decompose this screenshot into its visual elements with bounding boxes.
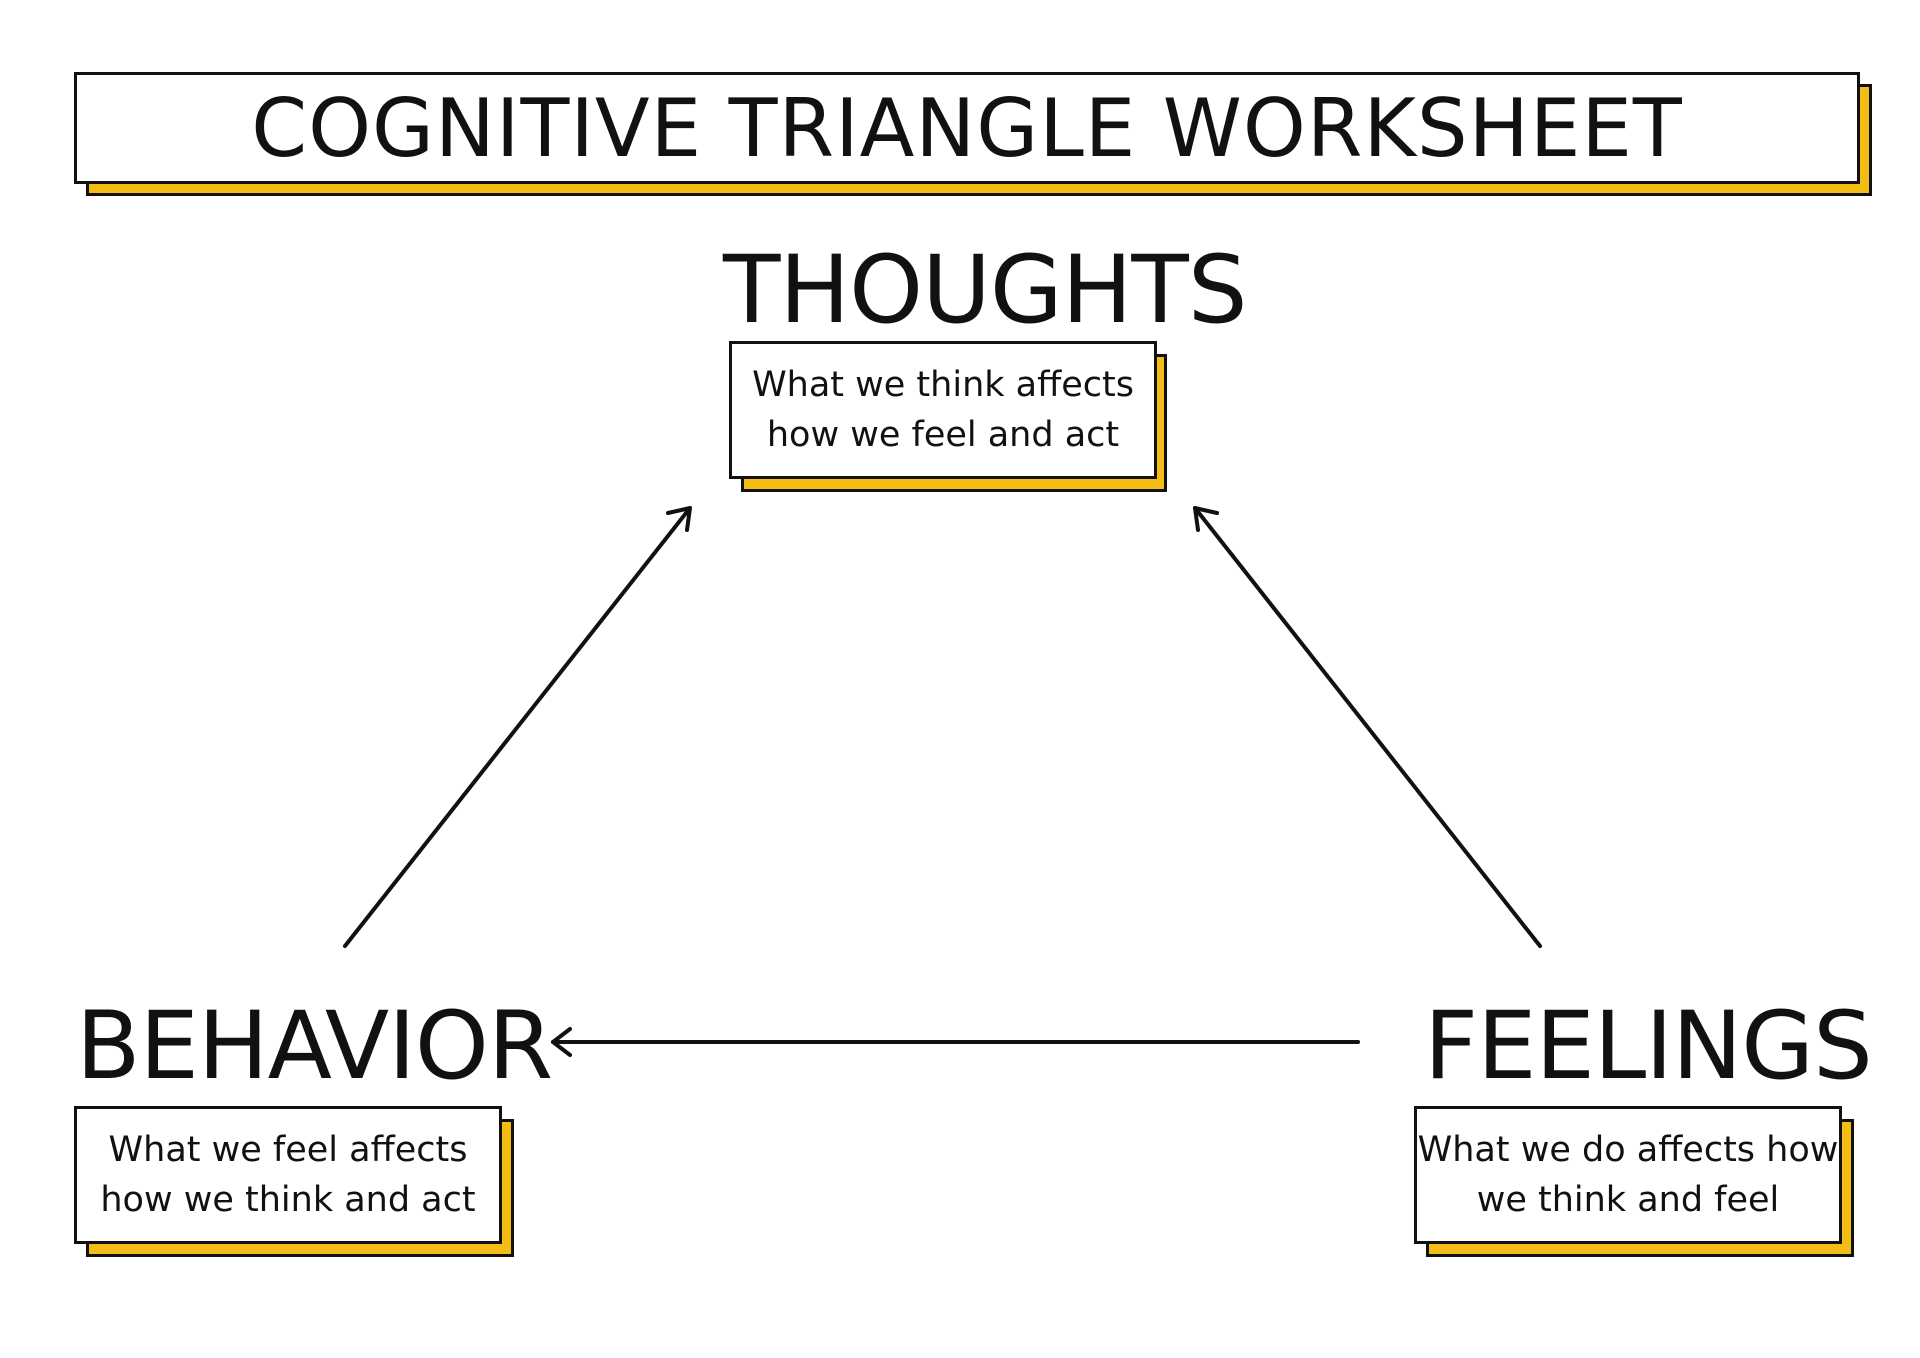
behavior-card: What we feel affects how we think and ac… [74,1106,502,1244]
page-title: COGNITIVE TRIANGLE WORKSHEET [251,81,1683,175]
title-banner: COGNITIVE TRIANGLE WORKSHEET [74,72,1860,184]
arrow-left-icon [551,1027,1360,1057]
behavior-description: What we feel affects how we think and ac… [77,1109,499,1241]
thoughts-description: What we think affects how we feel and ac… [732,344,1154,476]
behavior-heading: BEHAVIOR [76,992,553,1101]
feelings-description: What we do affects how we think and feel [1417,1109,1839,1241]
thoughts-heading: THOUGHTS [723,236,1248,345]
thoughts-line-2: how we feel and act [766,415,1120,455]
behavior-line-1: What we feel affects [108,1130,468,1170]
feelings-line-2: we think and feel [1476,1180,1780,1220]
thoughts-line-1: What we think affects [752,365,1134,405]
feelings-card: What we do affects how we think and feel [1414,1106,1842,1244]
arrow-up-right-icon [343,506,692,948]
thoughts-card: What we think affects how we feel and ac… [729,341,1157,479]
arrow-up-left-icon [1193,506,1542,948]
feelings-heading: FEELINGS [1424,992,1873,1101]
behavior-line-2: how we think and act [100,1180,476,1220]
feelings-line-1: What we do affects how [1417,1130,1839,1170]
